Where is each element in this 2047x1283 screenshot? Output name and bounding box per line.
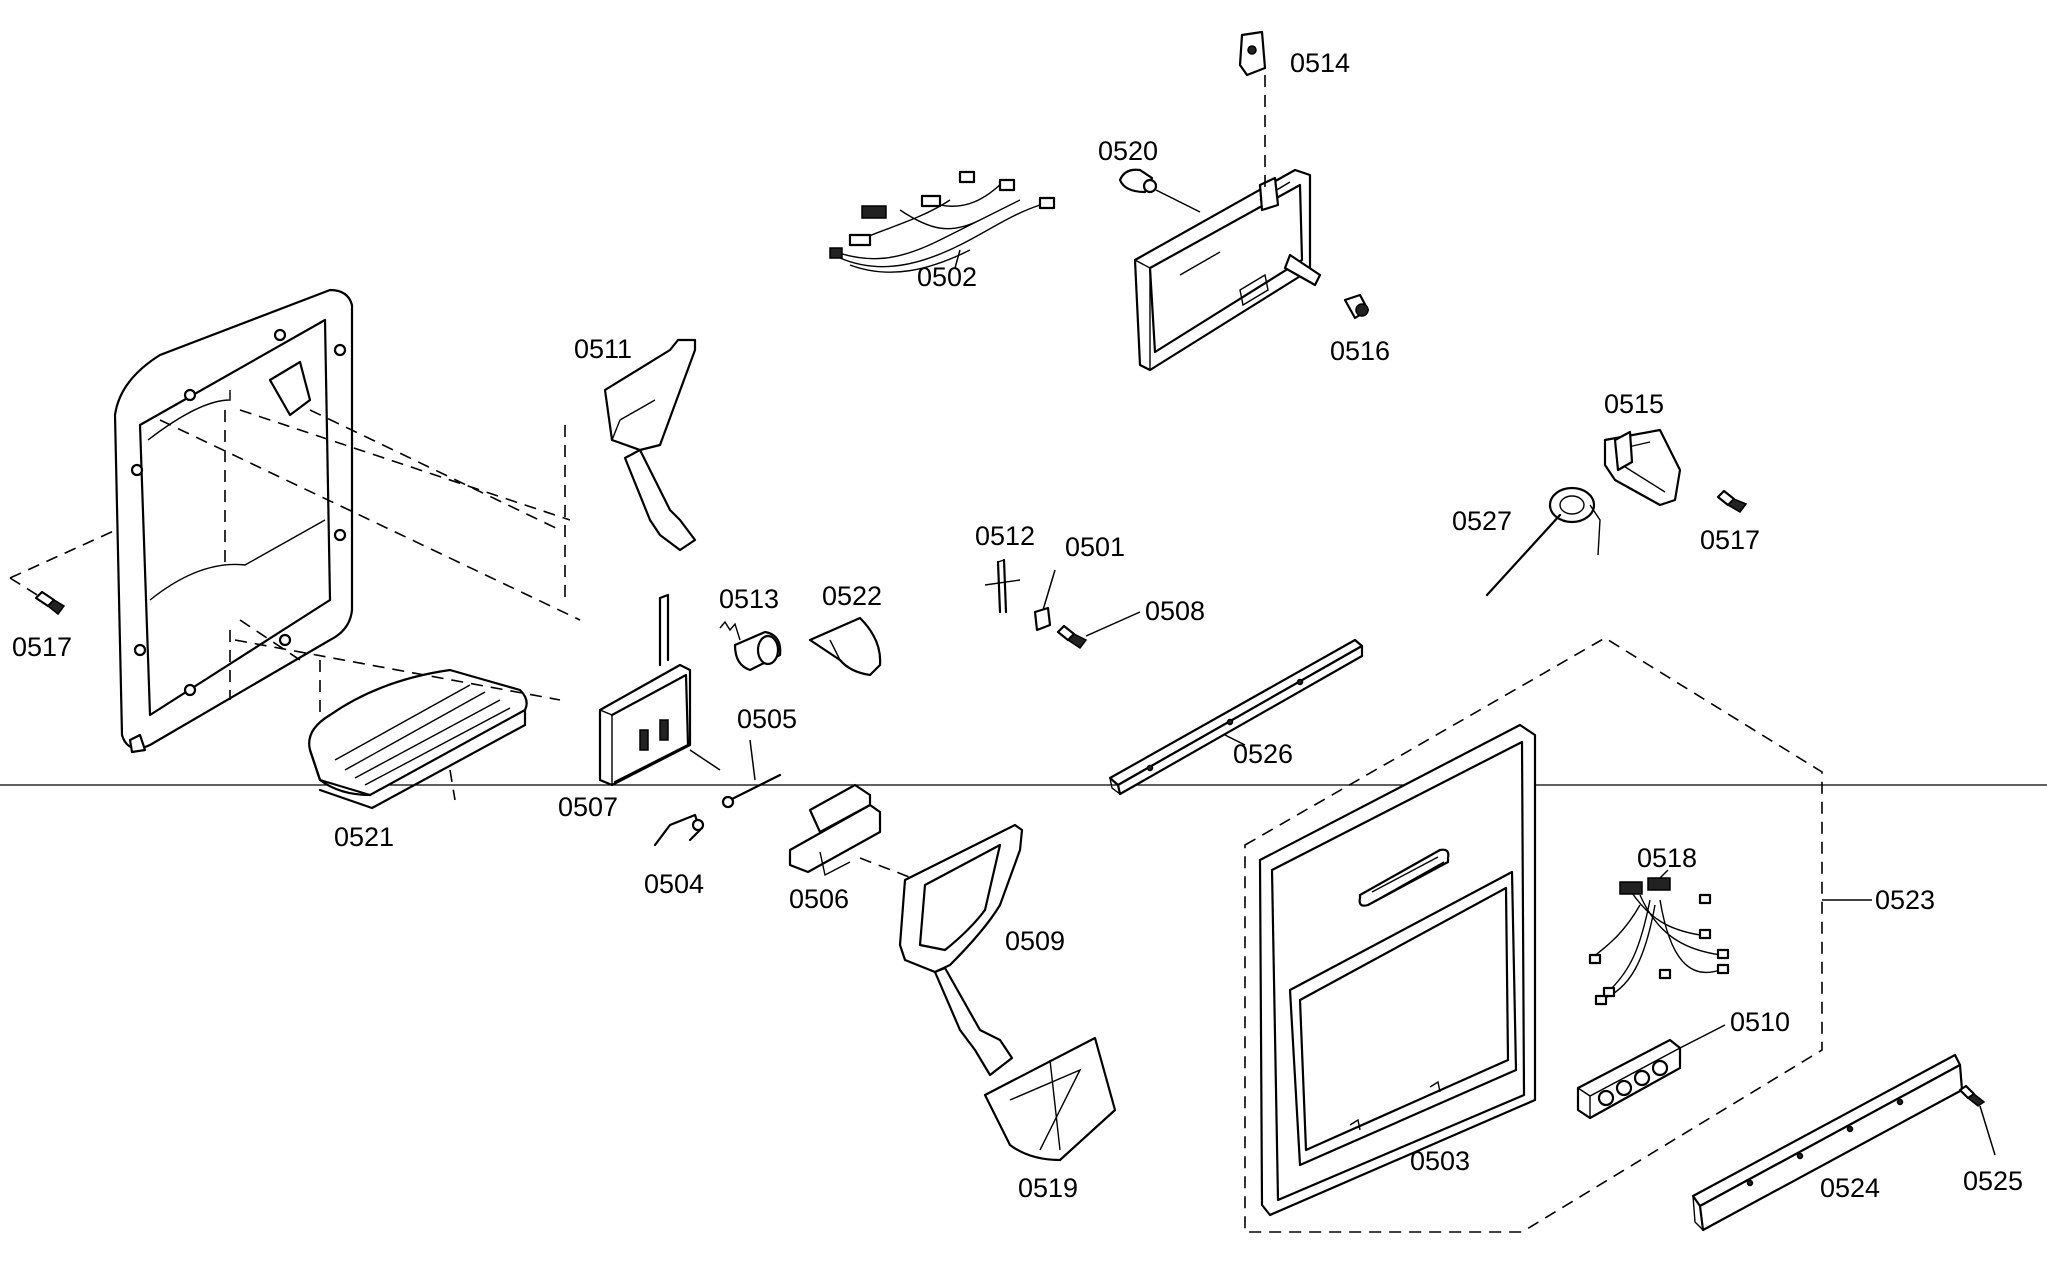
label-0524: 0524 bbox=[1820, 1173, 1880, 1203]
label-0520: 0520 bbox=[1098, 136, 1158, 166]
part-0503-front-panel bbox=[1258, 723, 1537, 1217]
part-0512-clip bbox=[984, 558, 1021, 614]
part-0514-sensor bbox=[1238, 30, 1267, 190]
label-0516: 0516 bbox=[1330, 336, 1390, 366]
part-0508-screw bbox=[1056, 611, 1141, 650]
assembly-0523-boundary bbox=[1244, 637, 1823, 1233]
part-0507-flap-housing bbox=[598, 593, 721, 787]
label-0519: 0519 bbox=[1018, 1173, 1078, 1203]
label-0501: 0501 bbox=[1065, 532, 1125, 562]
label-0522: 0522 bbox=[822, 581, 882, 611]
label-0517-right: 0517 bbox=[1700, 525, 1760, 555]
part-0506-actuator bbox=[788, 783, 931, 886]
part-0526-rail bbox=[1108, 638, 1364, 796]
label-0506: 0506 bbox=[789, 884, 849, 914]
part-0521-drip-tray bbox=[239, 619, 528, 810]
part-0519-ice-chute bbox=[983, 1036, 1117, 1162]
part-0520-lamp bbox=[1118, 168, 1201, 213]
label-0503: 0503 bbox=[1410, 1146, 1470, 1176]
label-0521: 0521 bbox=[334, 822, 394, 852]
label-0508: 0508 bbox=[1145, 596, 1205, 626]
label-0504: 0504 bbox=[644, 869, 704, 899]
label-0518: 0518 bbox=[1637, 843, 1697, 873]
label-0517-left: 0517 bbox=[12, 632, 72, 662]
part-labels: 0514 0520 0502 0516 0511 0515 0527 0517 … bbox=[12, 48, 2023, 1203]
part-0525-screw bbox=[1958, 1084, 1996, 1156]
label-0511: 0511 bbox=[574, 334, 632, 364]
label-0505: 0505 bbox=[737, 704, 797, 734]
part-0522-cover bbox=[808, 616, 882, 677]
part-0510-switch-block bbox=[1576, 1024, 1726, 1120]
part-0516-grommet bbox=[1343, 293, 1370, 320]
part-bracket-assembly bbox=[1133, 168, 1322, 372]
label-0502: 0502 bbox=[917, 262, 977, 292]
part-0515-bracket bbox=[1603, 428, 1682, 507]
part-0513-motor bbox=[719, 620, 782, 672]
label-0512: 0512 bbox=[975, 521, 1035, 551]
part-0505-pin bbox=[721, 739, 782, 809]
part-0518-wire-harness bbox=[1588, 869, 1730, 1006]
label-0525: 0525 bbox=[1963, 1166, 2023, 1196]
part-0501-plate bbox=[1033, 569, 1056, 632]
part-0527-thermostat bbox=[1485, 486, 1601, 597]
part-0511-lever-bracket bbox=[564, 338, 697, 600]
part-0509-dispenser-paddle bbox=[898, 823, 1024, 1077]
label-0507: 0507 bbox=[558, 792, 618, 822]
part-0521-housing-frame bbox=[113, 288, 354, 754]
label-0513: 0513 bbox=[719, 584, 779, 614]
label-0514: 0514 bbox=[1290, 48, 1350, 78]
guide-lines-frame bbox=[159, 409, 581, 701]
part-0524-rail bbox=[1691, 1053, 1964, 1232]
label-0510: 0510 bbox=[1730, 1007, 1790, 1037]
label-0526: 0526 bbox=[1233, 739, 1293, 769]
label-0515: 0515 bbox=[1604, 389, 1664, 419]
part-0502-wiring-harness bbox=[829, 170, 1056, 273]
part-0517-screw-left bbox=[9, 509, 161, 616]
part-0504-spring bbox=[653, 813, 705, 847]
part-0517-screw-right bbox=[1716, 489, 1748, 513]
label-0523: 0523 bbox=[1875, 885, 1935, 915]
label-0527: 0527 bbox=[1452, 506, 1512, 536]
label-0509: 0509 bbox=[1005, 926, 1065, 956]
